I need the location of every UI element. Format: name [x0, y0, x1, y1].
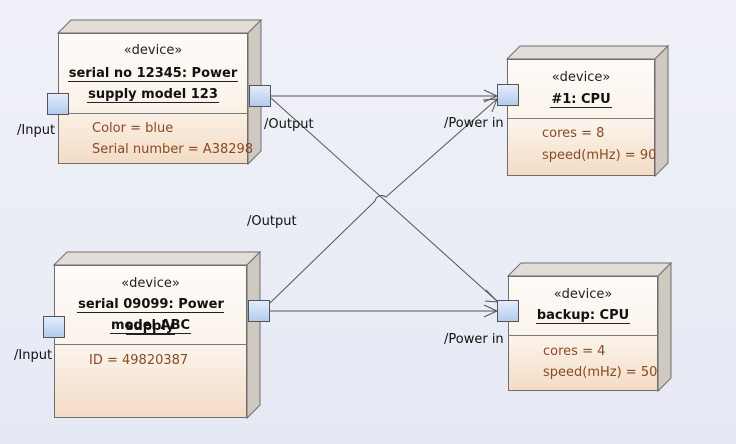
- cpu2-attr-cores: cores = 4: [543, 344, 606, 359]
- psu2-node[interactable]: «device» serial 09099: Power supply mode…: [54, 265, 247, 418]
- psu2-top-face: [52, 251, 262, 266]
- psu2-node-body: [54, 265, 247, 418]
- psu2-input-label: /Input: [14, 348, 53, 363]
- psu2-separator: [54, 344, 247, 345]
- cpu1-attr-cores: cores = 8: [542, 126, 605, 141]
- psu1-top-face: [56, 19, 263, 34]
- psu2-input-port[interactable]: [43, 316, 65, 338]
- psu1-node[interactable]: «device» serial no 12345: Power supply m…: [58, 33, 253, 164]
- cpu1-side-face: [654, 44, 669, 178]
- cpu1-stereotype: «device»: [551, 70, 611, 85]
- cpu2-attr-speed: speed(mHz) = 50: [543, 365, 658, 380]
- psu1-attr-color: Color = blue: [92, 121, 174, 136]
- psu2-title-line1: serial 09099: Power supply: [54, 294, 247, 338]
- node-depth-faces: [52, 18, 673, 420]
- cpu2-power-in-port[interactable]: [497, 300, 519, 322]
- psu2-stereotype: «device»: [121, 276, 180, 291]
- psu1-title-line1: serial no 12345: Power: [58, 63, 248, 85]
- cpu2-title-text1: backup: CPU: [535, 308, 631, 324]
- cpu1-power-in-port[interactable]: [497, 84, 519, 106]
- psu2-output-port[interactable]: [248, 300, 270, 322]
- psu2-side-face: [246, 250, 261, 420]
- link-psu1-cpu2[interactable]: [270, 97, 499, 303]
- cpu1-attr-speed: speed(mHz) = 90: [542, 148, 657, 163]
- cpu2-title-line1: backup: CPU: [508, 305, 658, 327]
- psu1-title-text2: supply model 123: [87, 87, 219, 103]
- psu2-attr-id: ID = 49820387: [89, 353, 189, 368]
- cpu1-separator: [507, 118, 655, 119]
- psu1-input-label: /Input: [17, 123, 56, 138]
- cpu2-separator: [508, 335, 658, 336]
- psu2-title-line2: model ABC: [54, 315, 247, 337]
- cpu1-power-in-label: /Power in: [444, 116, 504, 131]
- psu2-title-text1: serial 09099: Power supply: [77, 297, 224, 335]
- cpu2-node-body: [508, 276, 658, 391]
- psu1-output-label: /Output: [264, 117, 314, 132]
- cpu2-side-face: [657, 261, 672, 393]
- link-psu2-cpu1[interactable]: [269, 98, 498, 304]
- psu2-output-label: /Output: [247, 214, 297, 229]
- cpu2-power-in-label: /Power in: [444, 332, 504, 347]
- psu1-output-port[interactable]: [249, 85, 271, 107]
- cpu1-title-line1: #1: CPU: [507, 89, 655, 111]
- cpu1-top-face: [505, 45, 670, 60]
- cpu1-title-text1: #1: CPU: [550, 92, 612, 108]
- psu1-attr-serial: Serial number = A38298: [92, 142, 254, 157]
- psu1-title-line2: supply model 123: [58, 84, 248, 106]
- psu1-input-port[interactable]: [47, 93, 69, 115]
- cpu1-node-body: [507, 59, 655, 176]
- psu2-title-text2: model ABC: [109, 318, 192, 334]
- psu1-separator: [58, 113, 248, 114]
- cpu1-node[interactable]: «device» #1: CPU cores = 8 speed(mHz) = …: [507, 59, 657, 176]
- cpu2-stereotype: «device»: [553, 287, 613, 302]
- psu1-stereotype: «device»: [123, 43, 183, 58]
- cpu2-top-face: [506, 262, 673, 277]
- psu1-title-text1: serial no 12345: Power: [67, 66, 239, 82]
- cpu2-node[interactable]: «device» backup: CPU cores = 4 speed(mHz…: [508, 276, 658, 391]
